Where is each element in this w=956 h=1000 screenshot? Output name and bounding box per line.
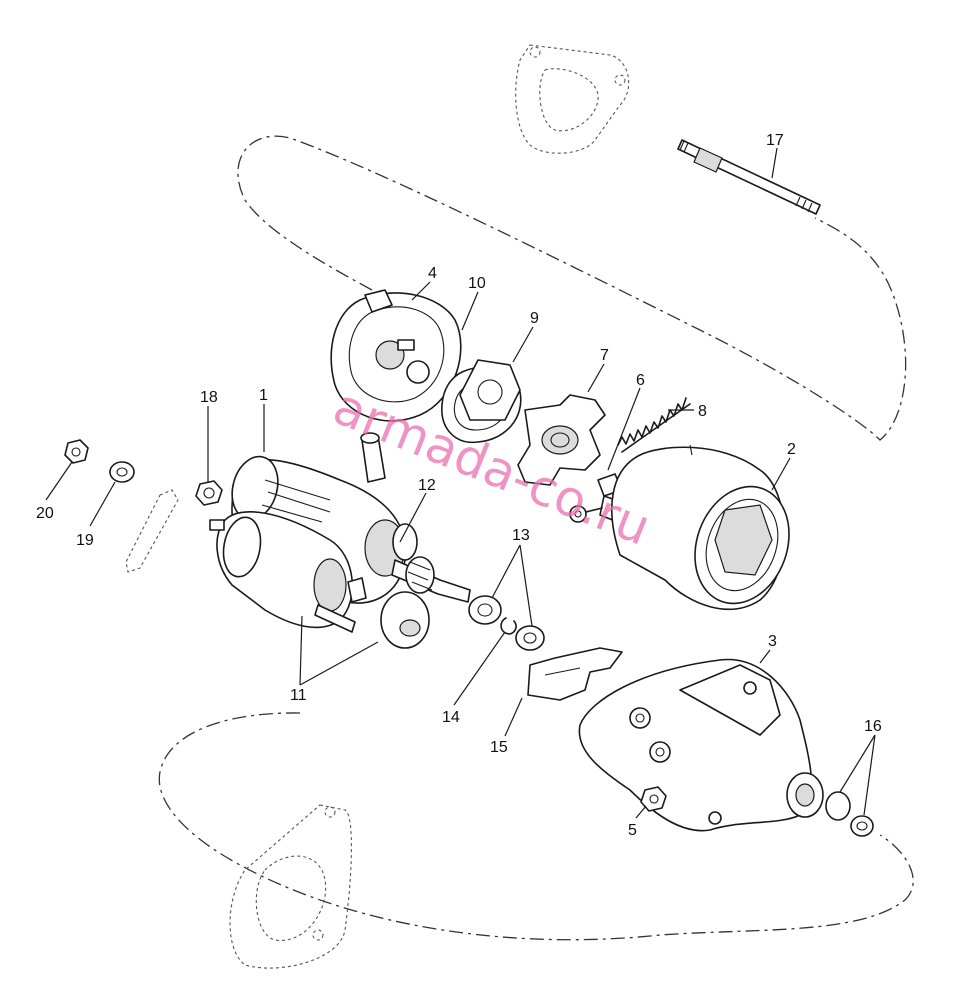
lower-assembly-outline [158,712,914,941]
part-19-washer [109,461,135,483]
part-15-shift-lever [527,647,623,701]
part-7-brush-holder [517,394,606,486]
leader-lines [45,147,876,819]
callout-15: 15 [490,739,508,756]
part-2-field-housing [611,444,790,610]
callout-18: 18 [200,389,218,406]
callout-labels: 17 4 10 9 7 6 8 2 18 1 20 19 12 13 11 14… [36,132,882,839]
callout-14: 14 [442,709,460,726]
callout-1: 1 [259,387,268,404]
callout-13: 13 [512,527,530,544]
callout-20: 20 [36,505,54,522]
ghost-bolt [125,489,179,573]
callout-8: 8 [698,403,707,420]
callout-7: 7 [600,347,609,364]
callout-10: 10 [468,275,486,292]
part-14-circlip [500,617,517,635]
part-13-bearing [468,595,545,651]
mounting-bracket-ghost-bottom [229,804,352,969]
part-18-nut [195,480,223,506]
callout-11: 11 [290,687,307,704]
callout-4: 4 [428,265,437,282]
part-5-nut [640,786,667,812]
part-17-through-stud [677,139,821,215]
callout-6: 6 [636,372,645,389]
part-4-end-cover [330,289,462,422]
part-11-solenoid [209,511,367,633]
part-20-nut [64,439,89,464]
callout-5: 5 [628,822,637,839]
cover-stud [360,432,386,483]
plunger-cap [380,591,430,649]
callout-3: 3 [768,633,777,650]
callout-16: 16 [864,718,882,735]
upper-assembly-outline [237,135,907,441]
callout-9: 9 [530,310,539,327]
callout-12: 12 [418,477,436,494]
callout-17: 17 [766,132,784,149]
part-16-bushing-and-ring [825,791,874,837]
mounting-bracket-ghost-top [515,44,630,154]
part-3-drive-end-housing [578,658,824,832]
part-12-shaft-ring [392,523,418,561]
callout-2: 2 [787,441,796,458]
part-9-plate [459,359,521,421]
part-8-spring [617,397,691,453]
callout-19: 19 [76,532,94,549]
